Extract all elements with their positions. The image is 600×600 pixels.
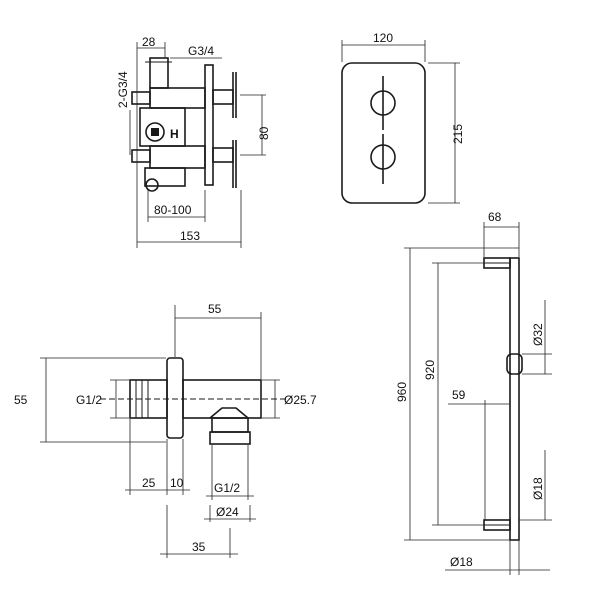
valve-lower-body [149, 145, 206, 169]
rail-width-label: 68 [488, 210, 502, 224]
dim-153-label: 153 [180, 229, 200, 243]
valve-lower-spindle [212, 147, 234, 163]
valve-inlet-upper [131, 91, 151, 105]
valve-side-view: H 28 G3/4 2-G3/4 80 80-100 153 [116, 35, 271, 248]
outlet-height-label: 55 [14, 393, 28, 407]
dim-10-label: 10 [170, 476, 184, 490]
rail-slider [506, 353, 523, 375]
valve-upper-spindle [212, 89, 234, 105]
hot-mark: H [170, 127, 179, 141]
thread-outlet-label: G3/4 [188, 44, 214, 58]
outlet-diameter-24-label: Ø24 [216, 505, 239, 519]
valve-wall-plate [204, 64, 214, 186]
dim-25-label: 25 [142, 476, 156, 490]
faceplate-view: 120 215 [341, 31, 465, 204]
outlet-bottom-thread-label: G1/2 [214, 481, 240, 495]
rail-diameter-18-side-label: Ø18 [531, 477, 545, 500]
valve-upper-body [149, 87, 206, 109]
valve-inlet-lower [131, 149, 151, 163]
faceplate-outline [341, 62, 426, 204]
rail-centers-label: 920 [423, 360, 437, 380]
wall-outlet-view: 55 55 G1/2 Ø25.7 25 10 G1/2 Ø24 [14, 302, 317, 558]
dim-80-label: 80 [257, 126, 271, 140]
faceplate-width-label: 120 [373, 31, 393, 45]
dim-35-label: 35 [192, 540, 206, 554]
thread-inlets-label: 2-G3/4 [116, 71, 130, 108]
valve-bottom-body [144, 167, 186, 187]
rail-bar [509, 257, 520, 541]
dim-28-label: 28 [142, 35, 156, 49]
valve-check-port [145, 122, 165, 142]
outlet-diameter-label: Ø25.7 [284, 393, 317, 407]
rail-total-label: 960 [395, 382, 409, 402]
rail-slider-offset-label: 59 [452, 388, 466, 402]
outlet-length-label: 55 [208, 302, 222, 316]
outlet-bottom-connector [211, 417, 249, 433]
rail-diameter-32-label: Ø32 [531, 323, 545, 346]
faceplate-height-label: 215 [451, 124, 465, 144]
outlet-flange [166, 357, 184, 439]
outlet-inlet-thread-label: G1/2 [76, 393, 102, 407]
rail-diameter-18-bottom-label: Ø18 [450, 555, 473, 569]
dim-80-100-label: 80-100 [154, 203, 192, 217]
valve-top-outlet [149, 57, 169, 89]
slide-rail-view: 68 960 920 59 Ø32 Ø18 Ø18 [395, 210, 552, 575]
